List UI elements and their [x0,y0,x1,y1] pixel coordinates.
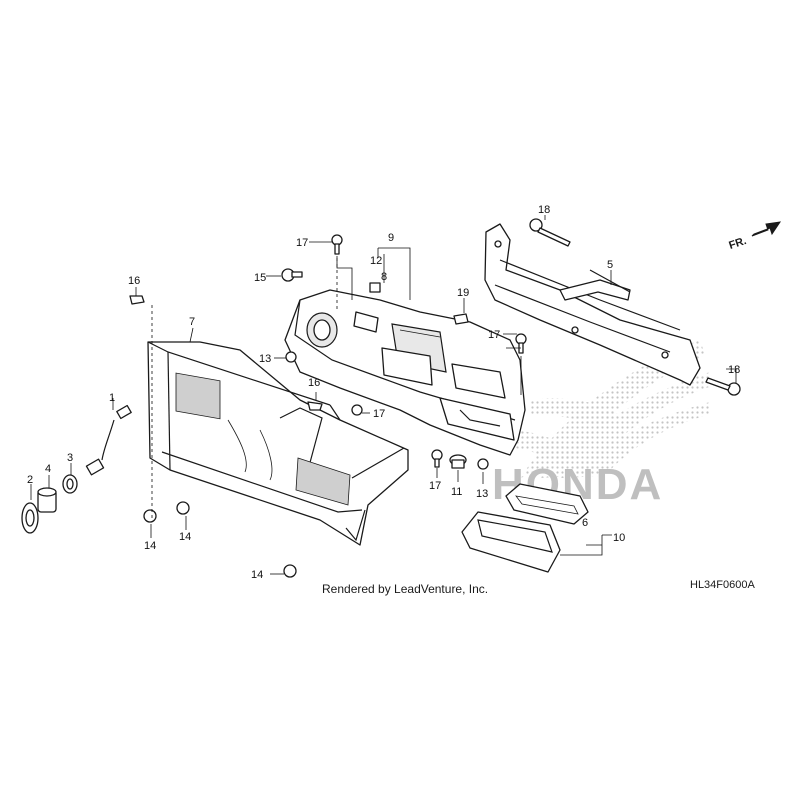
callout-7: 7 [189,316,195,328]
callout-4: 4 [45,463,51,475]
callout-11: 11 [451,486,462,498]
callout-18-a: 18 [538,204,550,216]
screw-part-17-c [351,404,363,416]
screw-part-13-b [477,458,489,470]
direction-label: FR. [727,235,748,252]
screw-part-17-d [431,449,443,468]
callout-numbers: 1 2 3 4 5 6 7 8 9 10 11 12 13 13 14 14 1… [27,204,740,581]
callout-13-a: 13 [259,353,271,365]
callout-15: 15 [254,272,266,284]
honda-wing-watermark [505,340,712,478]
callout-16-a: 16 [128,275,140,287]
socket-part-4 [37,487,57,513]
screw-part-13-a [285,351,297,363]
callout-13-b: 13 [476,488,488,500]
bolt-part-14-b [176,501,190,515]
callout-14-a: 14 [144,540,156,552]
callout-2: 2 [27,474,33,486]
diagram-code: HL34F0600A [690,579,755,591]
callout-14-c: 14 [251,569,263,581]
callout-19: 19 [457,287,469,299]
screw-part-17-b [515,333,527,354]
screw-part-17-a [331,234,343,255]
callout-17-c: 17 [373,408,385,420]
callout-18-b: 18 [728,364,740,376]
grommet-part-3 [62,474,78,494]
clip-part-19 [453,313,469,325]
render-credit-caption: Rendered by LeadVenture, Inc. [322,582,488,596]
wire-harness-part-1 [85,404,132,476]
callout-3: 3 [67,452,73,464]
gasket-part-6 [505,483,589,525]
clip-part-16-b [307,401,323,411]
cap-part-2 [21,502,39,534]
vent-bezel-part-10 [461,511,561,573]
callout-17-b: 17 [488,329,500,341]
callout-6: 6 [582,517,588,529]
bolt-part-18-b [705,377,741,396]
callout-14-b: 14 [179,531,191,543]
lower-dash-panel-part-7 [147,341,409,546]
callout-1: 1 [109,392,115,404]
front-direction-arrow-icon: FR. [727,221,782,252]
clip-part-16-a [129,295,145,305]
bolt-part-14-c [283,564,297,578]
upper-dash-panel-part-9 [284,289,526,456]
clip-part-12 [369,282,381,293]
frame-bracket-part-5 [484,223,701,386]
leader-lines [30,215,737,575]
callout-5: 5 [607,259,613,271]
bolt-part-14-a [143,509,157,523]
bolt-part-15 [281,268,303,282]
callout-12: 12 [370,255,382,267]
grommet-part-11 [449,454,467,469]
callout-17-d: 17 [429,480,441,492]
callout-17-a: 17 [296,237,308,249]
bolt-part-18-a [529,218,571,247]
callout-10: 10 [613,532,625,544]
callout-16-b: 16 [308,377,320,389]
callout-8: 8 [381,271,387,283]
callout-9: 9 [388,232,394,244]
